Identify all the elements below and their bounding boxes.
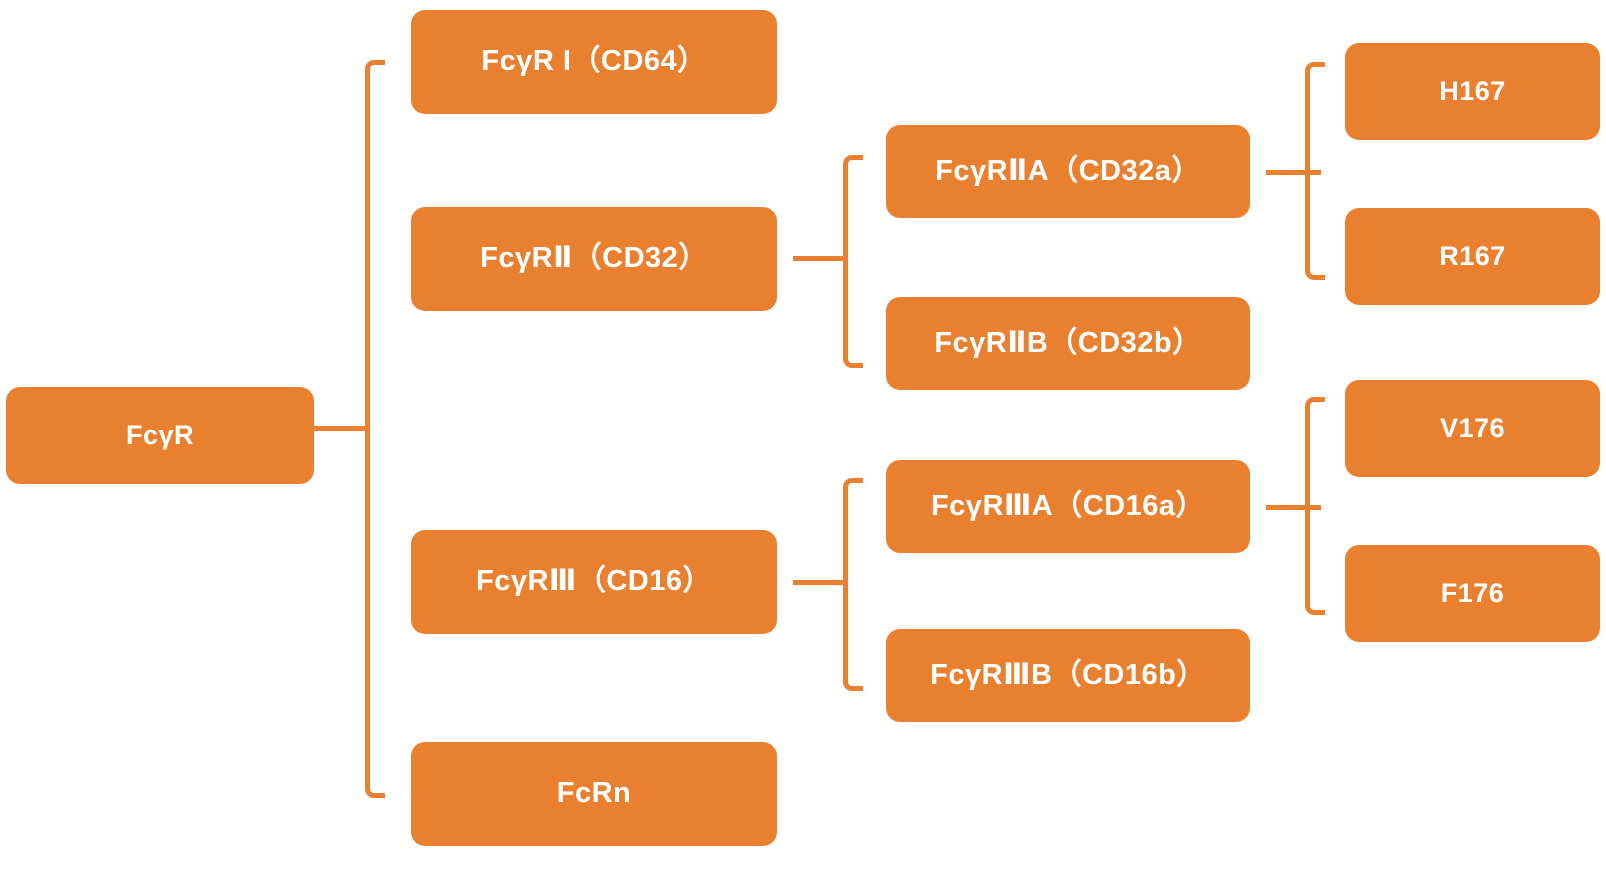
node-label: FcγRⅢB（CD16b） [930,658,1206,691]
bracket-fcgr2-to-level3 [843,155,863,368]
connector-stub-fcgr2a [1266,170,1321,175]
node-fcgr-3[interactable]: FcγRⅢ（CD16） [411,530,777,634]
bracket-fcgr3a-to-level4 [1305,397,1325,615]
node-label: FcγR [125,419,195,450]
connector-stub-fcgr3 [793,580,848,585]
node-label: R167 [1439,240,1506,271]
node-label: F176 [1440,577,1505,608]
node-fcgr2a[interactable]: FcγRⅡA（CD32a） [886,125,1250,218]
node-fcgr3a[interactable]: FcγRⅢA（CD16a） [886,460,1250,553]
node-label: FcRn [556,777,632,810]
bracket-fcgr3-to-level3 [843,478,863,691]
node-label: FcγRⅢA（CD16a） [930,489,1206,522]
node-fcgr-1[interactable]: FcγR I（CD64） [411,10,777,114]
node-label: FcγRⅡA（CD32a） [935,154,1201,187]
connector-stub-root [314,426,369,431]
node-fcgr-root[interactable]: FcγR [6,387,314,484]
node-label: H167 [1439,75,1506,106]
connector-stub-fcgr3a [1266,505,1321,510]
node-label: FcγR I（CD64） [481,45,707,78]
node-label: FcγRⅢ（CD16） [476,565,712,598]
node-f176[interactable]: F176 [1345,545,1600,642]
node-r167[interactable]: R167 [1345,208,1600,305]
connector-stub-fcgr2 [793,256,848,261]
node-fcgr2b[interactable]: FcγRⅡB（CD32b） [886,297,1250,390]
node-fcgr3b[interactable]: FcγRⅢB（CD16b） [886,629,1250,722]
node-label: V176 [1439,412,1506,443]
node-h167[interactable]: H167 [1345,43,1600,140]
node-fcgr-2[interactable]: FcγRⅡ（CD32） [411,207,777,311]
node-label: FcγRⅡB（CD32b） [934,326,1202,359]
bracket-fcgr2a-to-level4 [1305,62,1325,280]
node-v176[interactable]: V176 [1345,380,1600,477]
bracket-root-to-level2 [365,60,385,798]
node-label: FcγRⅡ（CD32） [480,242,708,275]
node-fcrn[interactable]: FcRn [411,742,777,846]
